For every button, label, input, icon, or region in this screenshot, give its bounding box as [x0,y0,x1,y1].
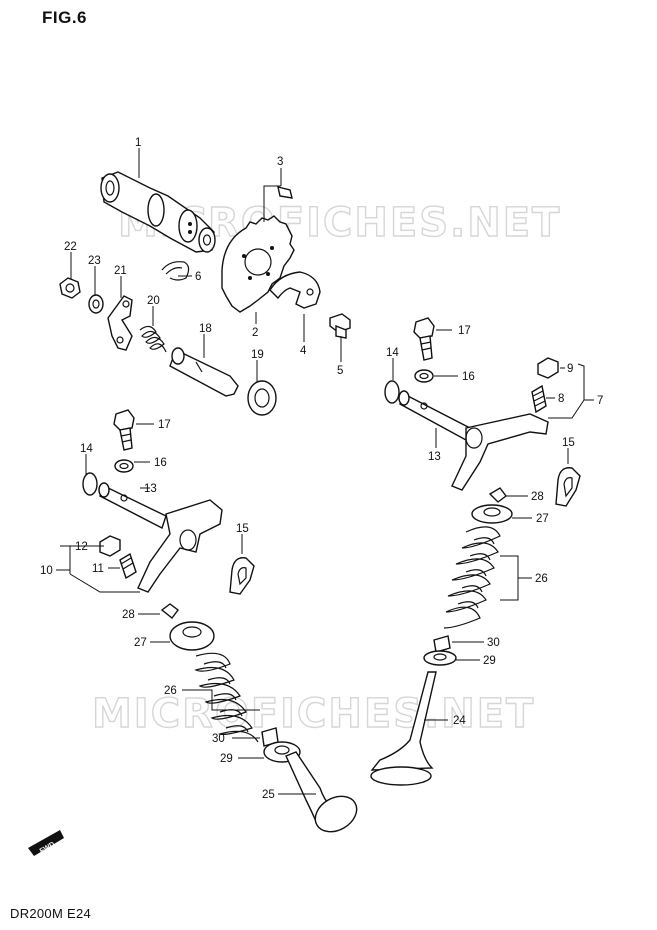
washer-16-left [114,459,134,473]
callout-27-left: 27 [134,637,147,649]
callout-12: 12 [75,541,88,553]
dowel-pin [277,186,293,199]
callout-26-right: 26 [535,573,548,585]
callout-21: 21 [114,265,127,277]
rocker-arm-10 [137,499,223,593]
callout-2: 2 [252,327,258,339]
callout-23: 23 [88,255,101,267]
callout-17-right: 17 [458,325,471,337]
callout-11: 11 [92,563,104,575]
callout-3: 3 [277,156,283,168]
callout-9: 9 [567,363,573,375]
callout-14-right: 14 [386,347,399,359]
callout-29-right: 29 [483,655,496,667]
forward-direction-marker: FWD [28,830,64,856]
callout-15-right: 15 [562,437,575,449]
valve-cotter-28-left [160,603,179,619]
callout-22: 22 [64,241,77,253]
oil-seal [247,380,277,416]
callout-28-left: 28 [122,609,135,621]
o-ring-14-left [82,472,98,496]
callout-26-left: 26 [164,685,177,697]
callout-8: 8 [558,393,564,405]
valve-25 [285,751,358,833]
callout-30-left: 30 [212,733,225,745]
callout-30-right: 30 [487,637,500,649]
callout-16-right: 16 [462,371,475,383]
model-code: DR200M E24 [10,906,92,921]
rocker-shaft-13-left [98,482,167,529]
valve-24 [370,671,437,786]
spring-seat-29-right [423,650,457,666]
tappet-nut-12 [99,535,121,557]
tappet-screw-11 [119,552,137,580]
callout-5: 5 [337,365,343,377]
cam-sprocket [221,215,295,313]
bolt-5 [329,313,351,339]
decompression-shaft [169,347,239,397]
tappet-nut-9 [537,357,559,379]
callout-numbers: 1 2 3 4 5 6 7 8 9 10 11 12 13 13 14 14 1… [40,137,603,801]
rocker-shaft-13-right [398,390,471,442]
callout-10: 10 [40,565,53,577]
callout-18: 18 [199,323,212,335]
valve-spring-26-right [443,526,501,629]
nut-22 [59,277,81,299]
callout-20: 20 [147,295,160,307]
callout-19: 19 [251,349,264,361]
callout-7: 7 [597,395,603,407]
callout-16-left: 16 [154,457,167,469]
tappet-screw-8 [531,384,547,414]
rocker-arm-7 [451,413,549,491]
valve-spring-26-left [194,652,259,743]
cam-chain-guide-plate [269,271,321,309]
callout-1: 1 [135,137,141,149]
watermark-bottom: MICROFICHES.NET [92,691,535,737]
spring-retainer-27-right [471,504,513,524]
figure-title: FIG.6 [42,8,88,27]
circlip [161,261,190,281]
washer-23 [88,294,104,314]
callout-27-right: 27 [536,513,549,525]
callout-14-left: 14 [80,443,93,455]
decompression-lever [107,295,133,351]
callout-6: 6 [195,271,201,283]
callout-17-left: 17 [158,419,171,431]
camshaft [100,171,216,253]
washer-16-right [414,369,434,383]
gasket-15-right [555,467,581,507]
leader-lines [56,148,594,795]
spring-20 [139,325,167,353]
valve-cotter-28-right [488,487,507,503]
bolt-17-left [113,409,135,451]
callout-15-left: 15 [236,523,249,535]
o-ring-14-right [384,380,400,404]
callout-13-left: 13 [144,483,157,495]
callout-28-right: 28 [531,491,544,503]
callout-13-right: 13 [428,451,441,463]
gasket-15-left [229,557,255,595]
callout-4: 4 [300,345,307,357]
spring-retainer-27-left [169,621,215,651]
callout-25: 25 [262,789,275,801]
bolt-17-right [413,317,435,361]
callout-24: 24 [453,715,466,727]
valve-seal-30-right [433,635,451,653]
callout-29-left: 29 [220,753,233,765]
